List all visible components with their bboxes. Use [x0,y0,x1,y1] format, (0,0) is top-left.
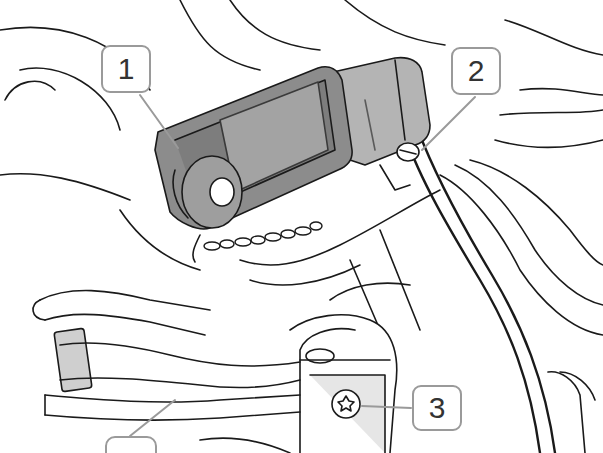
leader-line [362,406,411,408]
callout-number: 2 [451,47,501,95]
leader-line [130,400,175,436]
callout-number: 1 [101,45,151,93]
callout-number: 3 [412,385,462,431]
callout-box [106,437,156,453]
leader-line [140,95,178,148]
leader-line [422,97,475,150]
